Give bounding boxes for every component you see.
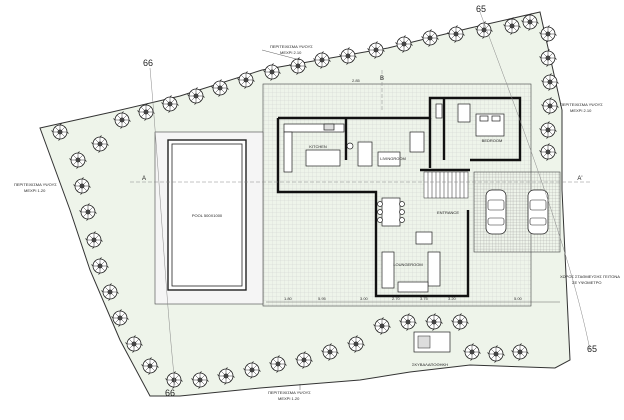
room-entrance: ENTRANCE [437, 210, 459, 215]
note-bottom-line1: ΠΕΡΙΤΕΙΧΙΣΜΑ ΥΨΟΥΣ [268, 390, 311, 395]
room-lounge: LOUNGEROOM [393, 262, 422, 267]
note-storage: ΣΚΥΒΑΛΑΠΟΘΗΚΗ [412, 362, 448, 367]
car-2 [527, 189, 549, 235]
grid-label-66-left: 66 [143, 58, 153, 68]
grid-label-66-bottom: 66 [165, 388, 175, 398]
note-left-line2: ΜΕΧΡΙ 1.20 [24, 188, 46, 193]
dim-1: 1.80 [284, 296, 293, 301]
note-top-line2: ΜΕΧΡΙ 2.10 [280, 50, 302, 55]
dim-3: 3.00 [360, 296, 369, 301]
section-a-left: A [142, 176, 146, 182]
kitchen-furniture [283, 103, 443, 173]
car-1 [485, 189, 507, 235]
note-right: ΠΕΡΙΤΕΙΧΙΣΜΑ ΥΨΟΥΣ ΜΕΧΡΙ 2.10 [560, 102, 603, 113]
pool: POOL 500X1000 [167, 139, 247, 291]
room-kitchen: KITCHEN [309, 144, 327, 149]
lounge-furniture [381, 231, 441, 293]
note-top-line1: ΠΕΡΙΤΕΙΧΙΣΜΑ ΥΨΟΥΣ [270, 44, 313, 49]
pool-label: POOL 500X1000 [192, 213, 223, 218]
room-livingroom: LIVINGROOM [380, 156, 406, 161]
dim-5: 3.75 [420, 296, 429, 301]
section-b-top: B [380, 76, 384, 82]
room-bedroom: BEDROOM [482, 138, 503, 143]
note-right-line1: ΠΕΡΙΤΕΙΧΙΣΜΑ ΥΨΟΥΣ [560, 102, 603, 107]
grid-label-65-right: 65 [587, 344, 597, 354]
note-left-line1: ΠΕΡΙΤΕΙΧΙΣΜΑ ΥΨΟΥΣ [14, 182, 57, 187]
note-bottom-line2: ΜΕΧΡΙ 1.20 [278, 396, 300, 401]
storage-area: ΣΚΥΒΑΛΑΠΟΘΗΚΗ [412, 331, 451, 367]
note-top: ΠΕΡΙΤΕΙΧΙΣΜΑ ΥΨΟΥΣ ΜΕΧΡΙ 2.10 [261, 44, 313, 61]
note-parking: ΧΩΡΟΣ ΣΤΑΘΜΕΥΣΗΣ ΓΕΙΤΟΝΑ ΣΕ ΥΨΟΜΕΤΡΟ [560, 274, 620, 285]
section-a-right: A' [577, 176, 582, 182]
note-bottom: ΠΕΡΙΤΕΙΧΙΣΜΑ ΥΨΟΥΣ ΜΕΧΡΙ 1.20 [268, 384, 311, 401]
dim-2: 5.95 [318, 296, 327, 301]
dim-7: 5.00 [514, 296, 523, 301]
note-parking-line2: ΣΕ ΥΨΟΜΕΤΡΟ [572, 280, 602, 285]
grid-label-65-top: 65 [476, 4, 486, 14]
dim-6: 3.20 [448, 296, 457, 301]
dim-4: 2.70 [392, 296, 401, 301]
dim-8: 2.85 [352, 78, 361, 83]
bedroom-furniture [457, 103, 505, 137]
stairs [423, 171, 469, 199]
note-right-line2: ΜΕΧΡΙ 2.10 [570, 108, 592, 113]
dining-table [377, 197, 405, 227]
house-walls [276, 96, 522, 298]
note-parking-line1: ΧΩΡΟΣ ΣΤΑΘΜΕΥΣΗΣ ΓΕΙΤΟΝΑ [560, 274, 620, 279]
grid-lines [130, 11, 591, 386]
note-left: ΠΕΡΙΤΕΙΧΙΣΜΑ ΥΨΟΥΣ ΜΕΧΡΙ 1.20 [14, 182, 57, 193]
